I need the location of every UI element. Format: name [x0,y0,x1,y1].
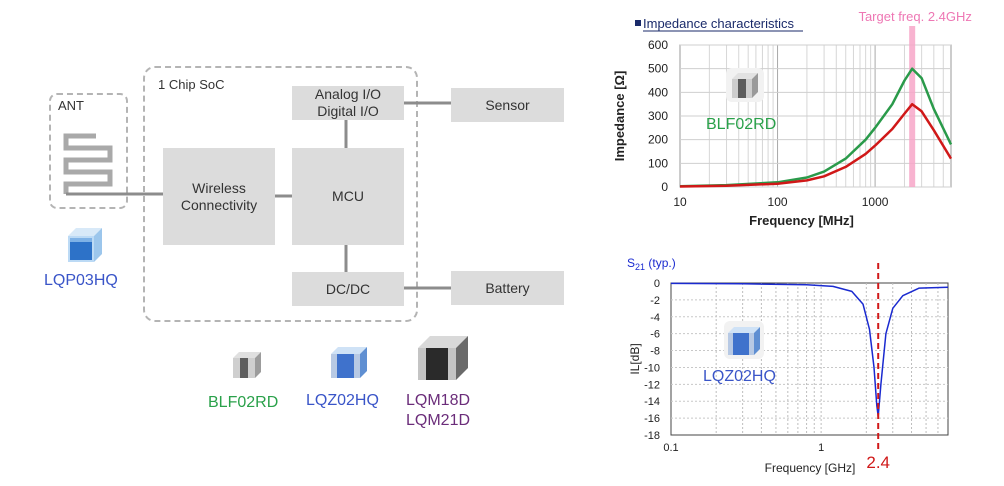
y-tick-label: -14 [644,396,660,408]
series-line-1 [679,67,953,188]
x-axis-label: Frequency [MHz] [749,213,854,228]
diagram-connectors [63,101,451,290]
y-tick-label: -6 [650,329,660,341]
lqm18d-label: LQM18D [406,392,471,409]
y-tick-label: 500 [648,62,668,76]
antenna-outline [49,93,128,209]
y-tick-label: -4 [650,312,660,324]
lqm21d-label: LQM21D [406,412,471,429]
y-tick-label: 200 [648,133,668,147]
y-tick-label: 400 [648,85,668,99]
antenna-trace [63,133,113,194]
y-tick-label: -18 [644,430,660,442]
x-axis-label: Frequency [GHz] [765,461,856,475]
y-tick-label: -12 [644,379,660,391]
title-marker [635,20,641,26]
dcdc-block: DC/DC [292,272,404,306]
battery-block: Battery [451,271,564,305]
y-tick-label: 300 [648,109,668,123]
x-tick-label: 1000 [862,195,889,209]
x-tick-label: 1 [818,442,824,454]
y-axis-label: IL[dB] [628,343,642,374]
y-axis-label: Impedance [Ω] [612,71,627,162]
chart-title: Impedance characteristics [643,16,795,31]
lqp03hq-chip-image [68,228,102,262]
x-tick-label: 10 [673,195,687,209]
lqm-chip-image [418,336,468,380]
series-line-2 [679,102,953,188]
antenna-label: ANT [58,98,84,113]
lqz02hq-chart-chip-image [724,321,764,359]
wireless-connectivity-block: Wireless Connectivity [163,148,275,245]
series-line-1 [670,282,949,418]
lqz02hq-chip-image [331,347,367,378]
lqz02hq-chart-label: LQZ02HQ [703,368,776,385]
target-frequency-band [909,26,916,187]
y-tick-label: 100 [648,156,668,170]
x-tick-label: 100 [768,195,788,209]
y-tick-label: -10 [644,362,660,374]
y-tick-label: -8 [650,346,660,358]
marker-label: 2.4 [866,453,890,472]
target-frequency-label: Target freq. 2.4GHz [858,9,971,24]
y-tick-label: 600 [648,38,668,52]
y-tick-label: -2 [650,295,660,307]
blf02rd-chart-chip-image [726,68,764,102]
y-tick-label: 0 [661,180,668,194]
analog-digital-io-block: Analog I/O Digital I/O [292,86,404,120]
mcu-block: MCU [292,148,404,245]
lqz02hq-label: LQZ02HQ [306,392,379,409]
y-tick-label: 0 [654,278,660,290]
blf02rd-label: BLF02RD [208,394,279,411]
plot-area [670,282,949,436]
sensor-block: Sensor [451,88,564,122]
y-tick-label: -16 [644,413,660,425]
blf02rd-chip-image [233,352,261,378]
x-tick-label: 0.1 [663,442,678,454]
lqp03hq-label: LQP03HQ [44,272,118,289]
blf02rd-chart-label: BLF02RD [706,116,776,133]
impedance-chart: 0 100 200 300 400 500 600 10 100 1000 Target freq.… [612,9,972,228]
s21-chart: 0 -2 -4 -6 -8 -10 -12 -14 -16 -180.1 1 2.4 S21 (typ.… [627,256,949,475]
chart-title: S21 (typ.) [627,256,676,272]
soc-label: 1 Chip SoC [158,77,225,92]
